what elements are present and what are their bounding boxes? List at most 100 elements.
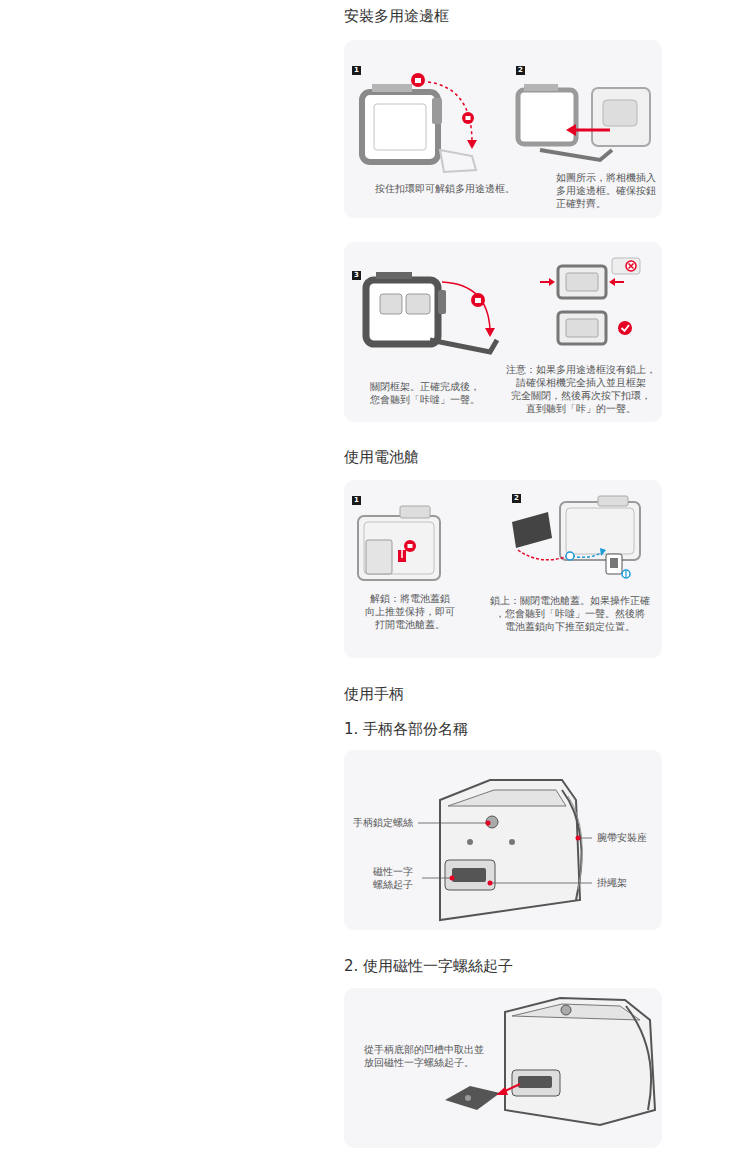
screwdriver-figure [465, 1095, 471, 1101]
screwdriver-figure [561, 1005, 571, 1015]
frame-unlock-figure [428, 82, 472, 142]
part-label: 腕帶安裝座 [597, 831, 647, 844]
instruction-panel: 從手柄底部的凹槽中取出並 放回磁性一字螺絲起子。 [344, 988, 662, 1148]
battery-unlock-figure [366, 540, 392, 574]
frame-unlock-figure [440, 150, 476, 172]
text-line: 直到聽到「咔」的一聲。 [526, 403, 636, 414]
camera-insert-figure [592, 88, 650, 146]
handle-figure [486, 816, 498, 828]
section-heading: 使用手柄 [344, 684, 404, 704]
leader-line [576, 836, 581, 841]
camera-insert-figure [518, 90, 576, 144]
battery-lock-figure [600, 548, 606, 556]
panel-background [344, 988, 662, 1148]
step-badge: 1 [352, 496, 361, 505]
frame-unlock-figure [374, 104, 426, 150]
battery-unlock-figure [408, 544, 413, 548]
step-badge: 2 [516, 66, 525, 75]
camera-insert-figure [540, 150, 612, 160]
leader-line [450, 876, 455, 881]
text-line: 注意：如果多用途邊框沒有鎖上， [506, 364, 656, 375]
panel-background [344, 480, 662, 658]
lock-check-figure [629, 264, 634, 269]
battery-lock-figure [572, 552, 602, 557]
camera-insert-figure [518, 84, 650, 160]
camera-insert-figure [603, 100, 637, 126]
screwdriver-figure [505, 998, 655, 1125]
text-line: 掛繩架 [597, 877, 627, 888]
text-line: 鎖上：關閉電池艙蓋。如果操作正確 [490, 595, 650, 606]
text-line: 打開電池艙蓋。 [375, 619, 445, 630]
text-line: 按住扣環即可解鎖多用途邊框。 [375, 183, 515, 194]
caption-text: 注意：如果多用途邊框沒有鎖上， 請確保相機完全插入並且框架 完全關閉，然後再次按… [506, 363, 656, 415]
battery-lock-figure [566, 552, 574, 560]
battery-lock-figure [606, 554, 622, 574]
screwdriver-figure [512, 1004, 640, 1020]
text-line: 放回磁性一字螺絲起子。 [364, 1057, 474, 1068]
lock-check-figure [558, 312, 606, 344]
lock-check-figure [566, 273, 598, 291]
battery-unlock-figure [400, 506, 430, 518]
instruction-panel: 12解鎖：將電池蓋鎖 向上推並保持，即可 打開電池艙蓋。鎖上：關閉電池艙蓋。如果… [344, 480, 662, 658]
battery-lock-figure [610, 558, 618, 568]
instruction-panel: 3關閉框架。正確完成後， 您會聽到「咔噠」一聲。注意：如果多用途邊框沒有鎖上， … [344, 242, 662, 422]
handle-figure [509, 839, 515, 845]
section-heading: 2. 使用磁性一字螺絲起子 [344, 956, 513, 976]
part-label: 手柄鎖定螺絲 [353, 816, 413, 829]
panel-background [344, 40, 662, 218]
text-line: 您會聽到「咔噠」一聲。 [370, 394, 480, 405]
text-line: 正確對齊。 [556, 198, 606, 209]
frame-close-figure [438, 290, 446, 314]
frame-unlock-figure [372, 84, 412, 92]
text-line: 解鎖：將電池蓋鎖 [370, 593, 450, 604]
leader-line [488, 881, 493, 886]
handle-figure [568, 796, 582, 890]
frame-unlock-figure [462, 112, 474, 124]
text-line: 完全關閉，然後再次按下扣環， [511, 390, 651, 401]
text-line: ，您會聽到「咔噠」一聲。然後將 [495, 608, 645, 619]
lock-check-figure [558, 266, 606, 298]
caption-text: 解鎖：將電池蓋鎖 向上推並保持，即可 打開電池艙蓋。 [365, 592, 455, 631]
step-badge: 1 [352, 66, 361, 75]
lock-check-figure [540, 258, 640, 344]
handle-figure [440, 780, 580, 920]
frame-close-figure [366, 280, 438, 344]
frame-close-figure [442, 282, 490, 330]
battery-lock-figure [566, 508, 634, 554]
caption-text: 按住扣環即可解鎖多用途邊框。 [375, 182, 515, 195]
screwdriver-figure [512, 1070, 560, 1096]
battery-lock-figure [518, 550, 568, 560]
panel-background [344, 40, 662, 1148]
screwdriver-figure [626, 1006, 651, 1110]
frame-unlock-figure [411, 73, 425, 87]
battery-unlock-figure [401, 545, 403, 558]
frame-unlock-figure [362, 92, 438, 162]
battery-lock-figure [622, 570, 630, 578]
text-line: 從手柄底部的凹槽中取出並 [364, 1044, 484, 1055]
step-badge: 3 [352, 271, 361, 280]
battery-lock-figure [512, 512, 552, 548]
text-line: 腕帶安裝座 [597, 832, 647, 843]
frame-unlock-figure [362, 73, 477, 172]
caption-text: 關閉框架。正確完成後， 您會聽到「咔噠」一聲。 [370, 380, 480, 406]
frame-close-figure [376, 272, 412, 279]
handle-figure [467, 839, 473, 845]
frame-unlock-figure [415, 78, 421, 83]
instruction-panel: 12按住扣環即可解鎖多用途邊框。如圖所示，將相機插入 多用途邊框。確保按鈕 正確… [344, 40, 662, 218]
screwdriver-figure [445, 998, 655, 1125]
battery-lock-figure [560, 502, 640, 560]
leader-line [490, 883, 592, 884]
battery-lock-figure [512, 496, 640, 578]
lock-check-figure [612, 258, 640, 274]
caption-text: 鎖上：關閉電池艙蓋。如果操作正確 ，您會聽到「咔噠」一聲。然後將 電池蓋鎖向下推… [490, 594, 650, 633]
text-line: 關閉框架。正確完成後， [370, 381, 480, 392]
lock-check-figure [622, 325, 630, 331]
frame-close-figure [430, 340, 497, 352]
lock-check-figure [540, 281, 550, 283]
screwdriver-figure [518, 1076, 552, 1088]
text-line: 電池蓋鎖向下推至鎖定位置。 [505, 621, 635, 632]
part-label: 掛繩架 [597, 876, 627, 889]
battery-unlock-figure [404, 540, 416, 552]
frame-unlock-figure [432, 98, 442, 124]
